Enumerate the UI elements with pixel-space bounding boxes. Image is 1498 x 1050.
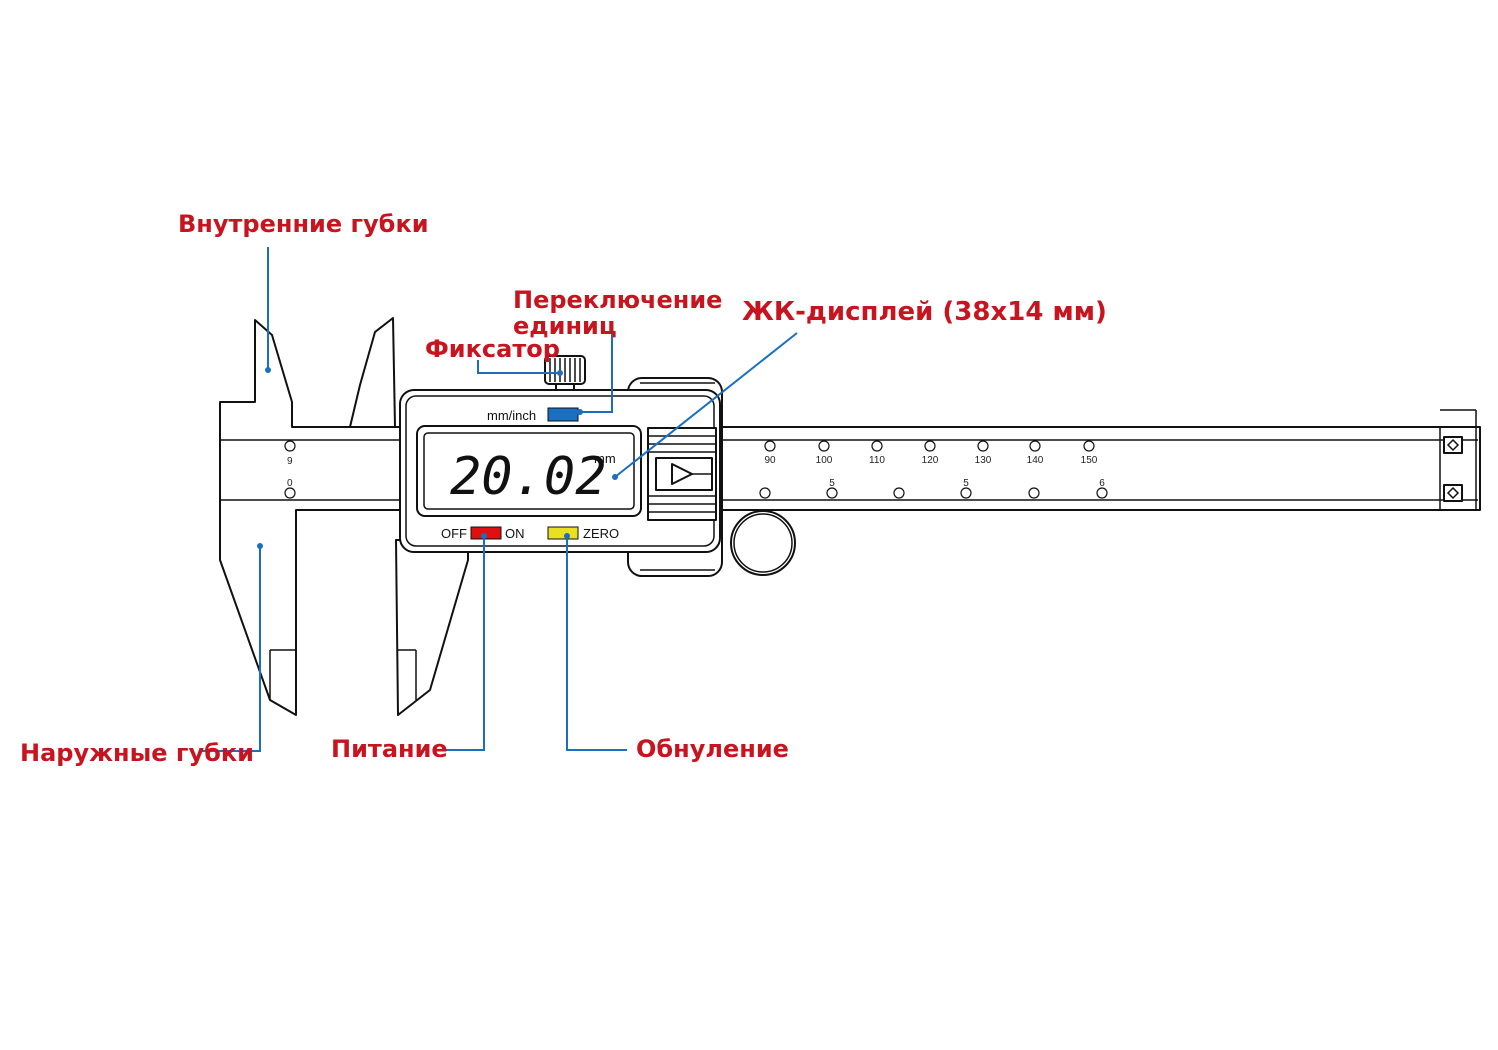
scale-number: 150: [1081, 455, 1098, 466]
leader-outer-jaws: [200, 546, 261, 752]
sliding-upper-jaw: [349, 317, 396, 428]
scale-number: 110: [869, 455, 885, 466]
label-power: Питание: [331, 735, 448, 763]
inch-scale-dot: [1028, 487, 1040, 499]
label-lcd: ЖК-дисплей (38x14 мм): [742, 297, 1107, 327]
inch-scale-dot: [759, 487, 771, 499]
power-button[interactable]: [470, 526, 502, 540]
scale-number: 120: [922, 455, 939, 466]
inch-scale-number: 6: [1099, 478, 1105, 489]
left-scale: 9 0: [284, 440, 296, 499]
inch-scale-dot: [826, 487, 838, 499]
scale-number: 90: [764, 455, 776, 466]
scale-dot: [924, 440, 936, 452]
label-zero: Обнуление: [636, 735, 789, 763]
lcd-inner: [423, 432, 635, 510]
leader-lcd: [614, 332, 798, 478]
scale-dot: [1029, 440, 1041, 452]
inch-scale-dot: [1096, 487, 1108, 499]
leader-dot: [612, 474, 618, 480]
left-top-number: 9: [287, 456, 293, 467]
lock-screw[interactable]: [544, 355, 586, 393]
label-lock: Фиксатор: [425, 335, 560, 363]
left-bottom-number: 0: [287, 478, 293, 489]
sliding-lower-jaw: [395, 539, 469, 716]
scale-dot: [764, 440, 776, 452]
scale-dot: [977, 440, 989, 452]
unit-button-label: mm/inch: [487, 408, 536, 423]
leader-unit-switch: [580, 332, 613, 413]
inch-scale-number: 5: [829, 478, 835, 489]
scale-dot: [818, 440, 830, 452]
lcd-screen: [416, 425, 642, 517]
leader-dot: [564, 533, 570, 539]
screw-icon: [1443, 484, 1463, 502]
inch-scale: 5 5 6: [759, 478, 1108, 499]
zero-label: ZERO: [583, 526, 619, 541]
scale-number: 100: [816, 455, 833, 466]
scale-dot: [871, 440, 883, 452]
lcd-unit: mm: [594, 451, 616, 466]
unit-toggle-button[interactable]: [547, 407, 579, 422]
screw-icon: [1443, 436, 1463, 454]
inch-scale-dot: [893, 487, 905, 499]
main-scale: 90 100 110 120 130 140 150: [764, 440, 1098, 466]
play-arrow-icon: [671, 463, 712, 485]
scale-number: 130: [975, 455, 992, 466]
leader-dot: [257, 543, 263, 549]
leader-dot: [577, 409, 583, 415]
zero-button[interactable]: [547, 526, 579, 540]
label-inner-jaws: Внутренние губки: [178, 210, 429, 238]
leader-lock: [477, 360, 560, 374]
scale-dot: [1083, 440, 1095, 452]
thumb-wheel[interactable]: [730, 510, 796, 576]
on-label: ON: [505, 526, 525, 541]
lcd-reading: 20.02: [450, 447, 607, 507]
leader-dot: [557, 370, 563, 376]
leader-zero: [566, 536, 627, 751]
leader-dot: [265, 367, 271, 373]
label-outer-jaws: Наружные губки: [20, 739, 254, 767]
leader-power: [443, 536, 485, 751]
scale-number: 140: [1027, 455, 1044, 466]
off-label: OFF: [441, 526, 467, 541]
label-unit-switch-line2: единиц: [513, 312, 617, 340]
inch-scale-number: 5: [963, 478, 969, 489]
label-unit-switch-line1: Переключение: [513, 286, 722, 314]
leader-dot: [481, 533, 487, 539]
inch-scale-dot: [960, 487, 972, 499]
